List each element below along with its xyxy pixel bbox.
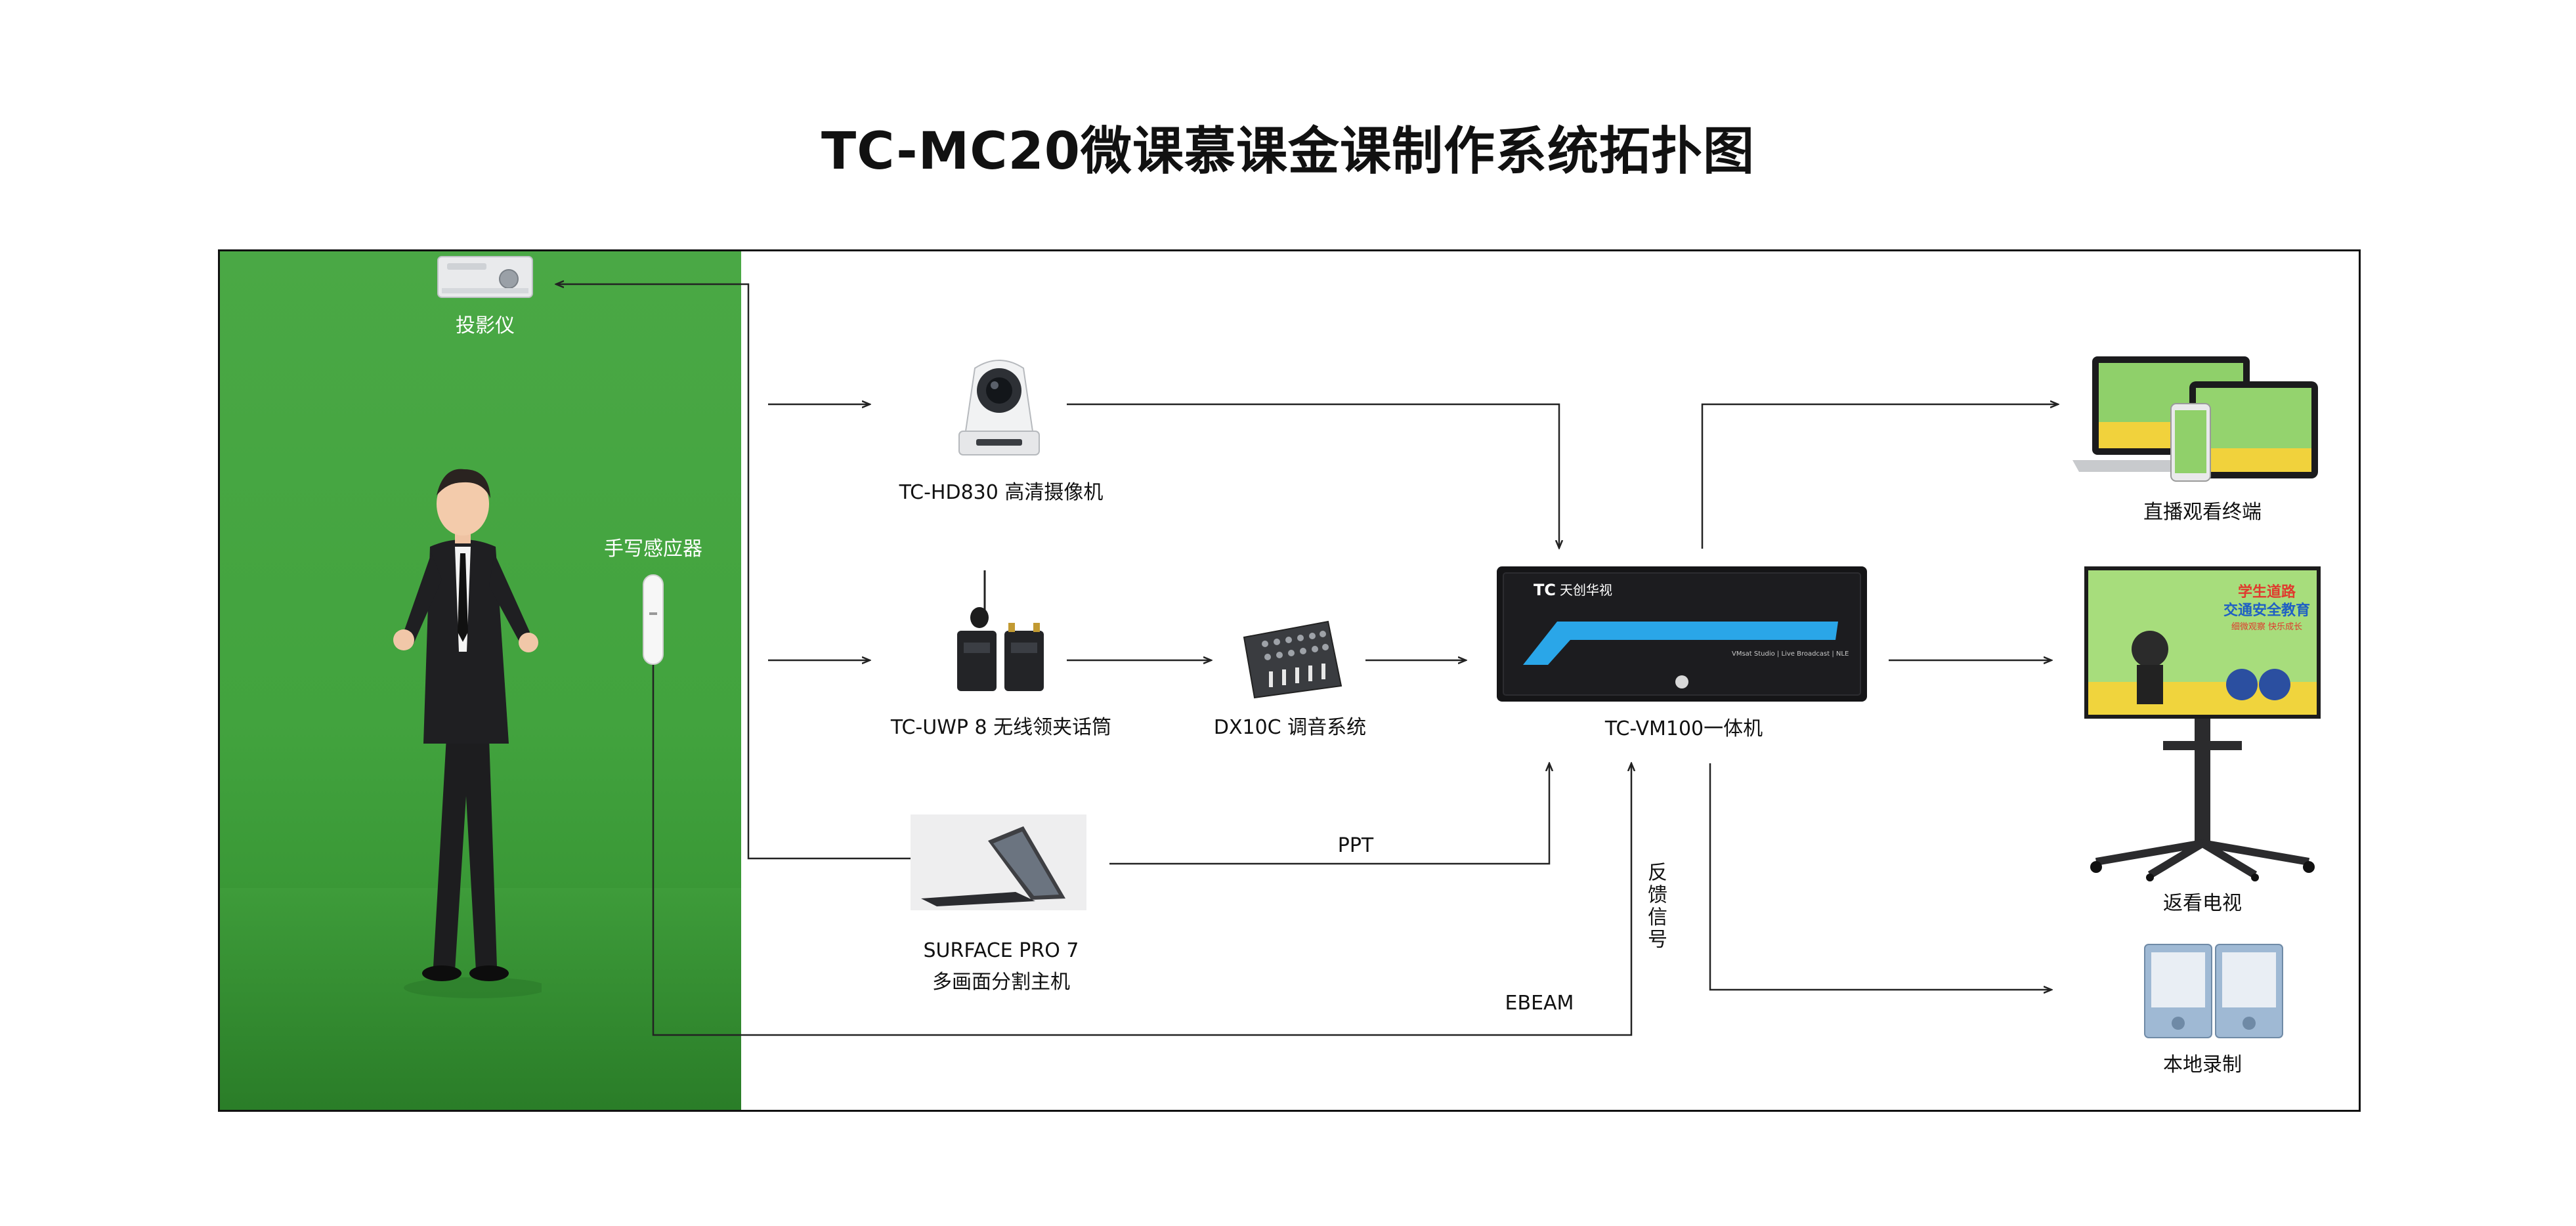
projector-icon	[437, 256, 533, 298]
surface-pro-icon	[911, 814, 1086, 910]
surface-label-1: SURFACE PRO 7	[923, 939, 1079, 962]
hard-drives-icon	[2144, 944, 2283, 1038]
live-terminals-icon	[2072, 356, 2318, 482]
tv-screen-line1: 学生道路	[2238, 583, 2296, 601]
tc-vm100-host-icon: TC 天创华视 VMsat Studio | Live Broadcast | …	[1497, 566, 1867, 702]
mixer-label: DX10C 调音系统	[1213, 716, 1367, 739]
svg-text:TC: TC	[1534, 581, 1556, 599]
connection-lines	[220, 251, 2361, 1036]
edge-ppt	[1109, 763, 1549, 865]
camera-label: TC-HD830 高清摄像机	[899, 481, 1104, 504]
tv-label: 返看电视	[2163, 892, 2242, 915]
tv-stand-icon: 学生道路 交通安全教育 细微观察 快乐成长	[2084, 566, 2321, 881]
tv-screen-line3: 细微观察 快乐成长	[2231, 622, 2302, 632]
host-brand: 天创华视	[1560, 582, 1612, 598]
edge-ebeam	[652, 665, 1631, 1036]
ebeam-edge-label: EBEAM	[1505, 992, 1574, 1015]
edge-camera-host	[1067, 403, 1559, 548]
storage-label: 本地录制	[2163, 1053, 2242, 1076]
tv-screen-line2: 交通安全教育	[2223, 602, 2310, 619]
wireless-mic-icon	[957, 570, 1044, 691]
host-panel-text: VMsat Studio | Live Broadcast | NLE	[1732, 650, 1849, 658]
edge-host-storage	[1709, 763, 2051, 990]
presenter-figure	[393, 469, 542, 998]
ptz-camera-icon	[958, 360, 1040, 455]
host-label: TC-VM100一体机	[1604, 717, 1763, 740]
pen-sensor-label: 手写感应器	[604, 538, 702, 560]
pen-sensor-icon	[643, 574, 664, 665]
ppt-edge-label: PPT	[1337, 834, 1374, 857]
edge-surface-projector	[556, 284, 916, 860]
topology-frame: 投影仪 手写感应器 TC-HD830 高清摄像机	[218, 249, 2361, 1112]
edge-host-live	[1701, 404, 2058, 549]
projector-label: 投影仪	[456, 314, 515, 337]
surface-label-2: 多画面分割主机	[932, 971, 1070, 994]
audio-mixer-icon	[1243, 620, 1342, 699]
feedback-edge-label: 反馈信号	[1644, 862, 1667, 951]
mic-label: TC-UWP 8 无线领夹话筒	[890, 716, 1112, 739]
diagram-title: TC-MC20微课慕课金课制作系统拓扑图	[821, 122, 1755, 181]
live-terminal-label: 直播观看终端	[2143, 501, 2262, 524]
